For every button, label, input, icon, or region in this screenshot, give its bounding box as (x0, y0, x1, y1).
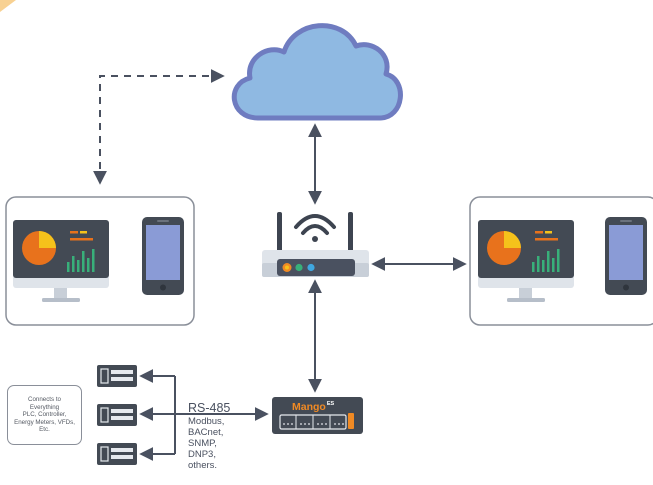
dashed-link-cloud-left (93, 69, 225, 185)
protocol-item: DNP3, (188, 449, 216, 460)
right-device-panel (469, 196, 653, 326)
connects-note-text: Connects to Everything PLC, Controller, … (14, 396, 75, 434)
desktop-monitor-icon (13, 220, 109, 302)
protocol-item: others. (188, 460, 218, 471)
protocol-item: SNMP, (188, 438, 217, 449)
field-device-icon (97, 404, 137, 426)
smartphone-icon (605, 217, 647, 295)
gateway-brand-label: MangoES (292, 400, 335, 414)
corner-decoration (0, 0, 16, 12)
protocol-item: Modbus, (188, 416, 225, 427)
field-device-icon (97, 443, 137, 465)
desktop-monitor-icon (478, 220, 574, 302)
wifi-router-icon (262, 212, 369, 277)
left-device-panel (5, 196, 195, 326)
cloud-icon (231, 23, 403, 121)
protocol-label: RS-485 Modbus, BACnet, SNMP, DNP3, other… (188, 401, 230, 471)
field-device-icon (97, 365, 137, 387)
protocol-list: Modbus, BACnet, SNMP, DNP3, others. (188, 416, 230, 471)
mango-es-gateway-icon (272, 397, 363, 434)
rs485-title: RS-485 (188, 401, 231, 415)
smartphone-icon (142, 217, 184, 295)
connects-note: Connects to Everything PLC, Controller, … (7, 385, 82, 445)
protocol-item: BACnet, (188, 427, 224, 438)
rs485-bus (139, 369, 269, 461)
